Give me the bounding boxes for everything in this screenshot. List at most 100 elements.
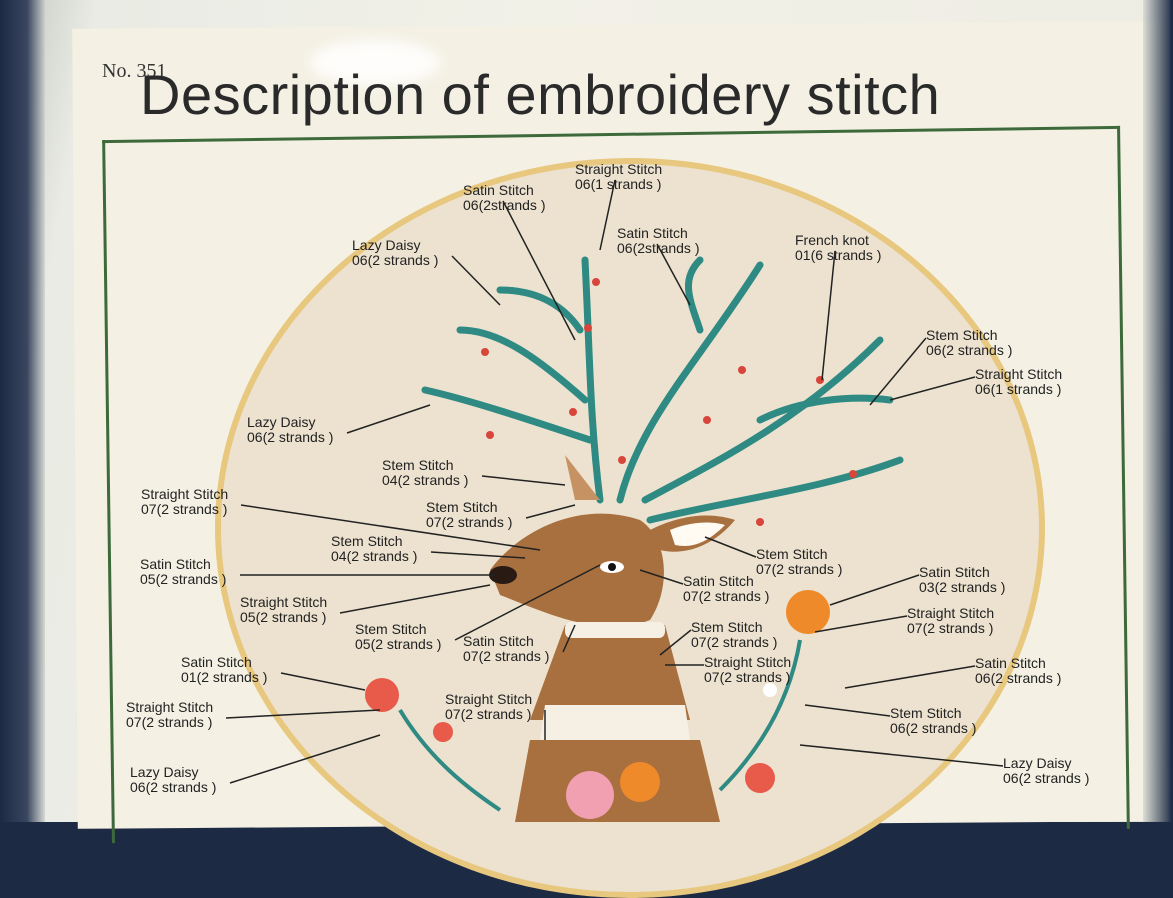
antlers <box>421 256 904 524</box>
thread-spec: 06(1 strands ) <box>575 176 662 192</box>
leader-line <box>454 564 601 641</box>
thread-spec: 05(2 strands ) <box>355 636 442 652</box>
stitch-name: Satin Stitch <box>463 633 534 649</box>
thread-spec: 04(2 strands ) <box>382 472 469 488</box>
stitch-name: Stem Stitch <box>331 533 403 549</box>
leader-line <box>704 536 757 558</box>
kit-number: No. 351 <box>102 60 167 82</box>
stitch-name: Satin Stitch <box>975 655 1046 671</box>
leader-line <box>525 504 576 519</box>
leader-line <box>339 584 491 614</box>
stitch-name: Stem Stitch <box>355 621 427 637</box>
stitch-name: French knot <box>795 232 869 248</box>
thread-spec: 06(2strands ) <box>463 197 546 213</box>
stitch-name: Satin Stitch <box>919 564 990 580</box>
leader-line <box>346 404 431 434</box>
berries <box>481 278 857 526</box>
leader-line <box>229 734 381 784</box>
leader-line <box>562 624 576 653</box>
leader-line <box>430 551 526 559</box>
thread-spec: 07(2 strands ) <box>426 514 513 530</box>
thread-spec: 07(2 strands ) <box>445 706 532 722</box>
thread-spec: 06(2 strands ) <box>247 429 334 445</box>
stitch-name: Straight Stitch <box>704 654 792 670</box>
stitch-name: Stem Stitch <box>756 546 828 562</box>
thread-spec: 07(2 strands ) <box>704 669 791 685</box>
stitch-name: Lazy Daisy <box>247 414 316 430</box>
stitch-name: Stem Stitch <box>691 619 763 635</box>
stitch-name: Straight Stitch <box>975 366 1063 382</box>
leader-line <box>240 504 541 551</box>
thread-spec: 06(2 strands ) <box>890 720 977 736</box>
thread-spec: 01(6 strands ) <box>795 247 882 263</box>
deer-head <box>489 455 735 822</box>
thread-spec: 06(2 strands ) <box>130 779 217 795</box>
stitch-name: Lazy Daisy <box>1003 755 1072 771</box>
leader-line <box>481 475 566 486</box>
leader-line <box>821 250 836 381</box>
thread-spec: 07(2 strands ) <box>907 620 994 636</box>
stitch-name: Straight Stitch <box>141 486 229 502</box>
thread-spec: 06(2 strands ) <box>975 670 1062 686</box>
thread-spec: 06(2 strands ) <box>352 252 439 268</box>
leader-line <box>659 629 692 656</box>
thread-spec: 03(2 strands ) <box>919 579 1006 595</box>
leader-lines <box>225 179 1004 784</box>
page-title: Description of embroidery stitch <box>140 63 941 126</box>
thread-spec: 07(2 strands ) <box>141 501 228 517</box>
thread-spec: 06(2 strands ) <box>926 342 1013 358</box>
leader-line <box>869 337 927 406</box>
glare <box>310 40 440 85</box>
thread-spec: 06(2strands ) <box>617 240 700 256</box>
leader-line <box>799 744 1004 767</box>
stitch-name: Stem Stitch <box>926 327 998 343</box>
leader-line <box>814 615 908 633</box>
leader-line <box>502 200 576 341</box>
stitch-name: Straight Stitch <box>907 605 995 621</box>
stitch-name: Stem Stitch <box>890 705 962 721</box>
leader-line <box>639 569 684 585</box>
thread-spec: 06(1 strands ) <box>975 381 1062 397</box>
package-edge-right <box>1143 0 1173 822</box>
stitch-name: Stem Stitch <box>426 499 498 515</box>
stitch-name: Straight Stitch <box>126 699 214 715</box>
leader-line <box>225 709 381 719</box>
thread-spec: 07(2 strands ) <box>463 648 550 664</box>
thread-spec: 05(2 strands ) <box>240 609 327 625</box>
stitch-name: Satin Stitch <box>463 182 534 198</box>
stitch-name: Lazy Daisy <box>130 764 199 780</box>
stitch-name: Straight Stitch <box>445 691 533 707</box>
leader-line <box>599 179 616 251</box>
thread-spec: 01(2 strands ) <box>181 669 268 685</box>
stitch-name: Stem Stitch <box>382 457 454 473</box>
thread-spec: 07(2 strands ) <box>683 588 770 604</box>
leader-line <box>829 574 920 606</box>
thread-spec: 07(2 strands ) <box>126 714 213 730</box>
thread-spec: 07(2 strands ) <box>691 634 778 650</box>
